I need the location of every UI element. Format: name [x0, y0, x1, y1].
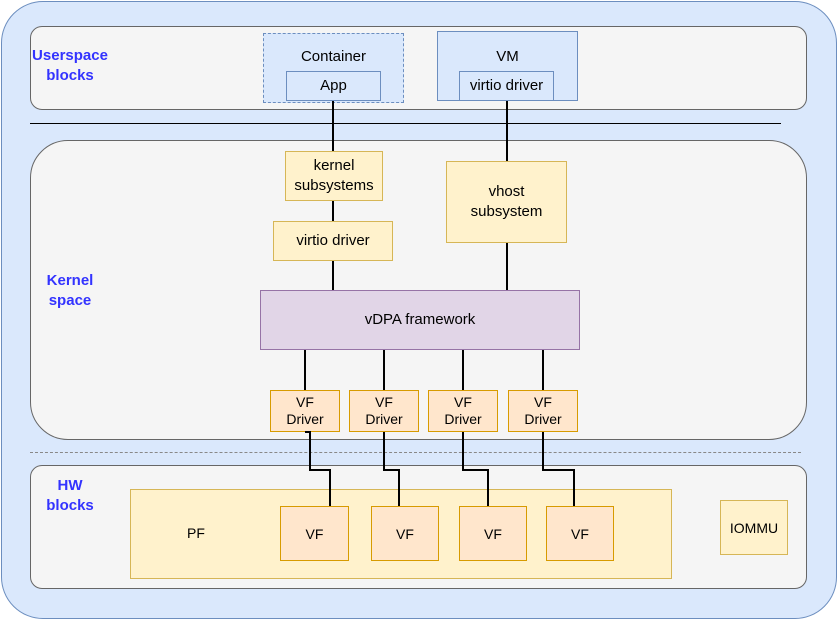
userspace-label: Userspace blocks: [32, 47, 108, 84]
connector-vfdriver-vf-1: [305, 431, 331, 506]
hw-vf-box-2: VF: [371, 506, 439, 561]
pf-label: PF: [187, 525, 205, 541]
userspace-panel: [30, 26, 807, 110]
hw-vf-box-4: VF: [546, 506, 614, 561]
container-label: Container: [300, 48, 367, 65]
hw-vf-box-3: VF: [459, 506, 527, 561]
connector-vfdriver-vf-3: [462, 432, 489, 506]
kernel-hw-separator: [30, 452, 801, 453]
app-box: App: [286, 71, 381, 101]
hw-label: HW blocks: [46, 477, 94, 514]
iommu-box: IOMMU: [720, 500, 788, 555]
hw-vf-box-1: VF: [280, 506, 349, 561]
connector-vfdriver-vf-4: [542, 432, 575, 506]
kernel-label: Kernel space: [46, 272, 94, 309]
vhost-subsystem-box: vhost subsystem: [446, 161, 567, 243]
userspace-kernel-separator: [30, 123, 781, 124]
vm-label: VM: [496, 48, 519, 65]
vm-virtio-driver-box: virtio driver: [459, 71, 554, 101]
vdpa-framework-box: vDPA framework: [260, 290, 580, 350]
kernel-subsystems-box: kernel subsystems: [285, 151, 383, 201]
kernel-virtio-driver-box: virtio driver: [273, 221, 393, 261]
connector-vfdriver-vf-2: [383, 432, 400, 506]
